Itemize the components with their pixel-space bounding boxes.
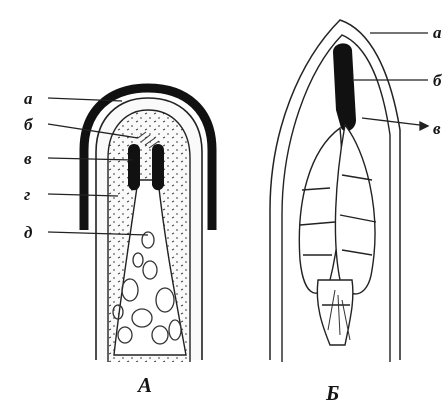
panel-b-label-3: в [433,119,441,138]
panel-b-label-1: а [433,23,442,42]
panel-a-label-2: б [24,115,34,134]
panel-a-label-4: г [24,185,30,204]
panel-b-dark-body [333,43,356,131]
panel-b-leader-lines [354,33,428,130]
panel-b-label-2: б [433,71,443,90]
panel-a-label-1: а [24,89,33,108]
panel-b-caption: Б [325,381,339,405]
panel-a-label-3: в [24,149,32,168]
panel-b-drawing [270,20,428,362]
panel-a-label-5: д [24,223,33,242]
panel-a-drawing [48,88,212,362]
panel-b-cells [299,125,376,345]
panel-a-caption: А [136,373,152,397]
